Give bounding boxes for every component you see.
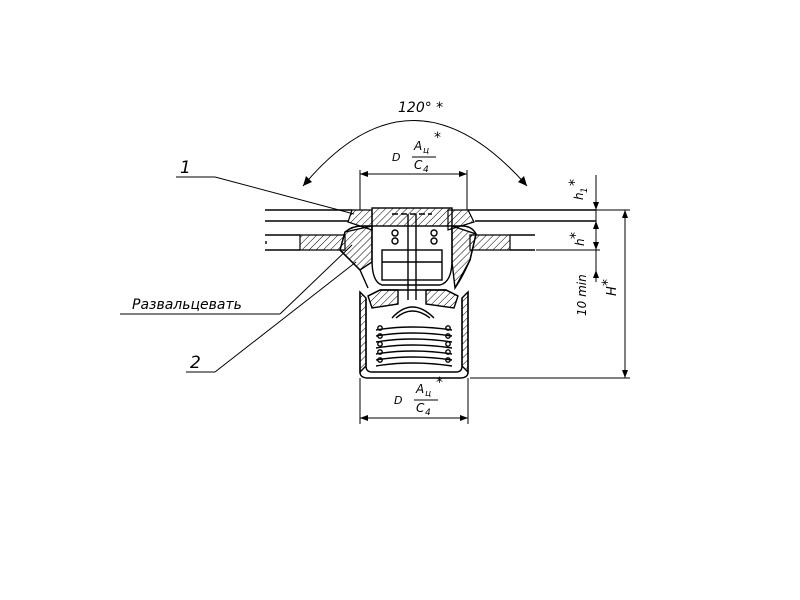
svg-text:A: A [413,139,422,153]
body-section [339,207,477,300]
svg-text:ц: ц [423,146,429,156]
svg-text:*: * [567,179,583,186]
svg-text:*: * [434,130,441,146]
svg-text:A: A [415,382,424,396]
svg-text:h: h [572,192,586,200]
svg-text:*: * [436,375,443,391]
coil-ends [377,325,451,363]
svg-text:h: h [573,238,587,246]
angle-label: 120° * [398,100,443,116]
top-dimension-label: D A ц C 4 * [392,130,441,175]
bottom-dimension-label: D A ц C 4 * [394,375,443,418]
svg-text:*: * [600,279,616,286]
dim-H-label: H * [600,279,620,296]
svg-text:1: 1 [580,187,590,193]
dim-h1-label: h 1 * [567,179,590,200]
labels: 120° * D A ц C 4 * D A ц C 4 * 1 2 Разва… [132,100,620,418]
cylinder [359,289,469,379]
svg-text:C: C [414,158,423,172]
svg-text:10 min: 10 min [575,274,589,316]
svg-text:ц: ц [425,389,431,399]
dimension-lines [120,120,630,424]
dim-10min-label: 10 min [575,274,589,316]
callout-2: 2 [190,353,201,373]
svg-text:H: H [605,286,620,296]
svg-text:C: C [416,401,425,415]
svg-text:4: 4 [423,165,429,175]
svg-text:D: D [394,394,402,407]
callout-1: 1 [180,158,191,178]
dim-h-label: h * [568,232,587,246]
svg-text:*: * [568,232,584,239]
spring-coils [375,326,453,367]
svg-text:D: D [392,151,400,164]
svg-text:4: 4 [425,408,431,418]
note-flare-label: Развальцевать [132,297,242,313]
